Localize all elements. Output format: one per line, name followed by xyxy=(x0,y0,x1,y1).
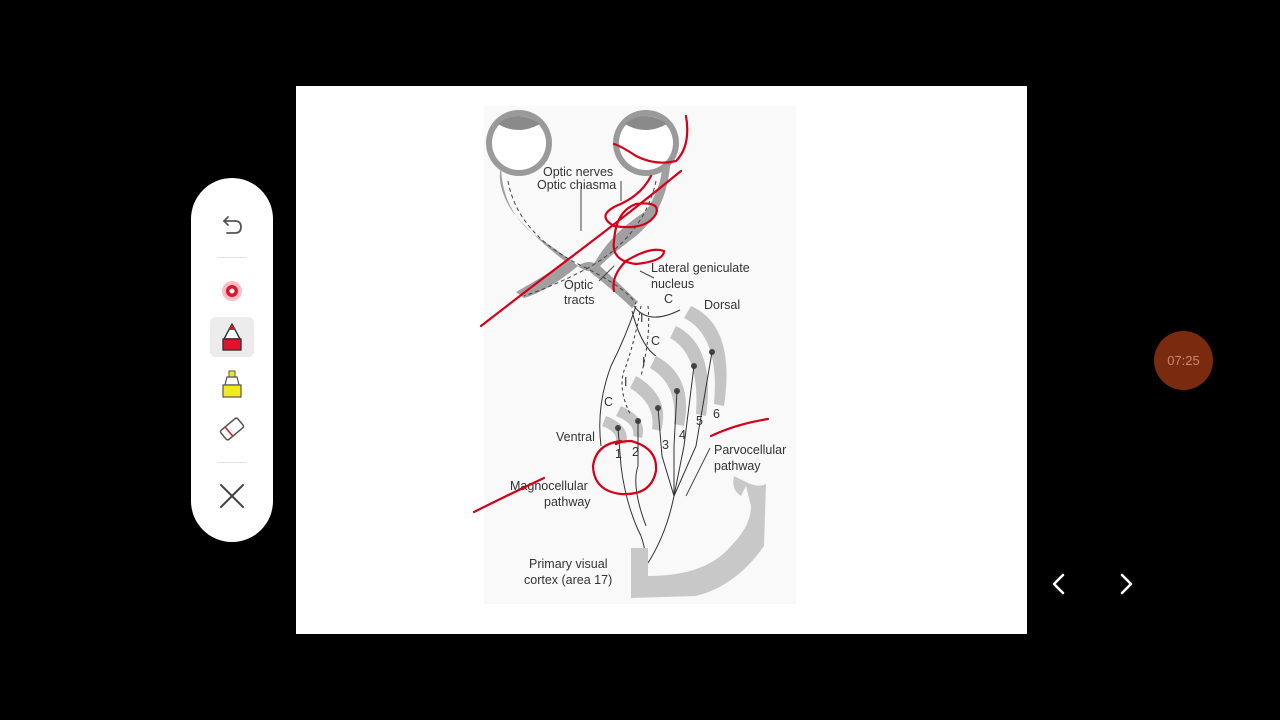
recording-timer-badge[interactable]: 07:25 xyxy=(1154,331,1213,390)
timer-text: 07:25 xyxy=(1167,353,1200,368)
lgn-layers xyxy=(602,306,727,444)
label-layer-6: 6 xyxy=(713,407,720,421)
pen-button[interactable] xyxy=(210,317,254,357)
chevron-left-icon xyxy=(1052,573,1065,595)
undo-icon xyxy=(223,216,242,234)
chevron-right-icon xyxy=(1120,573,1133,595)
previous-page-button[interactable] xyxy=(1041,566,1077,602)
highlighter-icon xyxy=(222,370,242,398)
undo-button[interactable] xyxy=(210,204,254,244)
label-layer-2: 2 xyxy=(632,445,639,459)
label-i-1: I xyxy=(640,311,643,325)
highlighter-button[interactable] xyxy=(210,364,254,404)
label-layer-4: 4 xyxy=(679,428,686,442)
pen-annotations xyxy=(472,114,770,514)
label-c-3: C xyxy=(604,395,613,409)
annotation-stroke-magnocellular xyxy=(472,476,546,514)
laser-pointer-button[interactable] xyxy=(210,271,254,311)
eraser-icon xyxy=(219,417,245,441)
label-parvocellular-line2: pathway xyxy=(714,459,761,473)
pen-icon xyxy=(222,323,242,351)
annotation-squiggle-eye xyxy=(612,114,689,164)
label-parvocellular-line1: Parvocellular xyxy=(714,443,786,457)
close-toolbar-button[interactable] xyxy=(210,476,254,516)
lgn-dashed-fibers xyxy=(621,305,650,417)
annotation-stroke-optic-tract xyxy=(479,169,683,328)
label-optic-chiasma: Optic chiasma xyxy=(537,178,616,192)
label-cortex-line2: cortex (area 17) xyxy=(524,573,612,587)
eraser-button[interactable] xyxy=(210,409,254,449)
label-i-2: I xyxy=(642,355,645,369)
annotation-circle-magnocellular xyxy=(591,439,658,496)
toolbar-divider xyxy=(217,257,247,258)
label-layer-5: 5 xyxy=(696,414,703,428)
label-optic-nerves: Optic nerves xyxy=(543,165,613,179)
slide-canvas[interactable]: Optic nerves Optic chiasma Optic tracts … xyxy=(296,86,1027,634)
right-eyeball xyxy=(613,110,679,176)
label-optic-tracts-line1: Optic xyxy=(564,278,593,292)
annotation-stroke-parvocellular xyxy=(709,417,770,438)
laser-pointer-icon xyxy=(222,281,242,301)
annotation-squiggle-chiasma xyxy=(604,174,666,293)
label-dorsal: Dorsal xyxy=(704,298,740,312)
nerve-fiber-right xyxy=(523,180,657,297)
label-c-2: C xyxy=(651,334,660,348)
label-lgn-line2: nucleus xyxy=(651,277,694,291)
annotation-toolbar xyxy=(191,178,273,542)
label-c-1: C xyxy=(664,292,673,306)
visual-pathway-diagram: Optic nerves Optic chiasma Optic tracts … xyxy=(472,106,796,604)
close-icon xyxy=(220,484,244,508)
label-magnocellular-line1: Magnocellular xyxy=(510,479,588,493)
label-cortex-line1: Primary visual xyxy=(529,557,608,571)
label-optic-tracts-line2: tracts xyxy=(564,293,595,307)
label-ventral: Ventral xyxy=(556,430,595,444)
label-lgn-line1: Lateral geniculate xyxy=(651,261,750,275)
left-eyeball xyxy=(486,110,552,176)
label-magnocellular-line2: pathway xyxy=(544,495,591,509)
next-page-button[interactable] xyxy=(1108,566,1144,602)
label-layer-1: 1 xyxy=(615,447,622,461)
leader-lines xyxy=(580,181,711,497)
figure-background xyxy=(484,106,796,604)
label-layer-3: 3 xyxy=(662,438,669,452)
primary-visual-cortex-shape xyxy=(631,476,766,598)
toolbar-divider xyxy=(217,462,247,463)
label-i-3: I xyxy=(624,375,627,389)
